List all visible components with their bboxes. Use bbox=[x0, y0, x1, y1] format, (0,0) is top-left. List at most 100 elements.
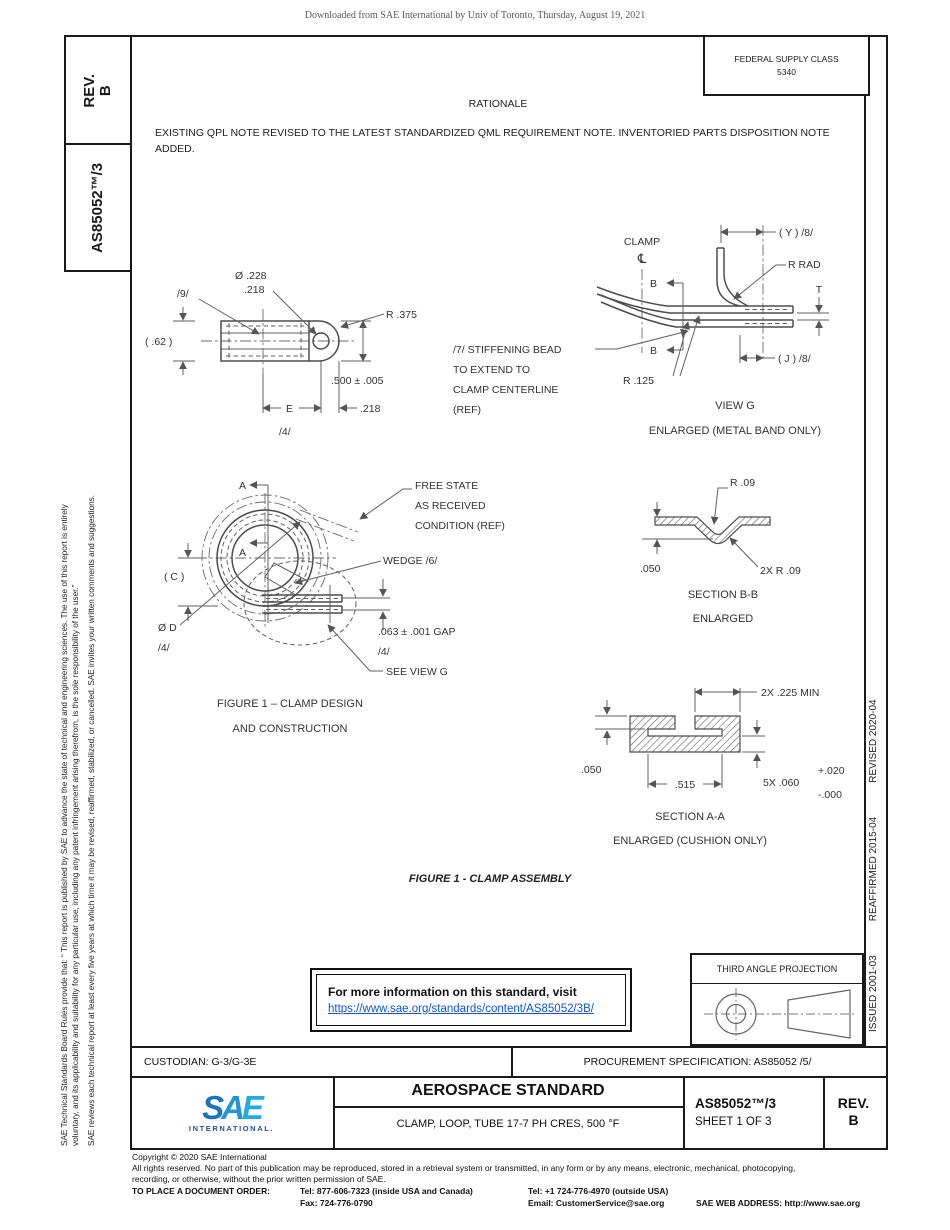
third-angle-projection-symbol bbox=[704, 988, 856, 1040]
flag-note-4a: /4/ bbox=[158, 642, 170, 654]
dim-2x-r09: 2X R .09 bbox=[760, 565, 801, 577]
procurement-spec-cell: PROCUREMENT SPECIFICATION: AS85052 /5/ bbox=[583, 1056, 812, 1068]
dim-band-width-tol: .500 ± .005 bbox=[331, 375, 384, 387]
dim-r-rad: R RAD bbox=[788, 259, 821, 271]
section-b-arrow-top: B bbox=[650, 278, 657, 290]
right-strip-divider bbox=[864, 35, 866, 1048]
revision-label: REV. bbox=[837, 1094, 870, 1111]
dim-tab-radius: R .375 bbox=[386, 309, 417, 321]
free-state-note-3: CONDITION (REF) bbox=[415, 520, 505, 532]
margin-doc-number-box: AS85052™/3 bbox=[64, 143, 132, 272]
order-fax: Fax: 724-776-0790 bbox=[300, 1198, 373, 1208]
more-info-text: For more information on this standard, v… bbox=[328, 985, 577, 999]
centerline-symbol: ℄ bbox=[637, 251, 647, 266]
title-block-mid-rule bbox=[130, 1076, 886, 1078]
sae-logo-subtext: INTERNATIONAL. bbox=[188, 1124, 275, 1133]
flag-note-4b: /4/ bbox=[378, 646, 390, 658]
title-block-divider-1 bbox=[511, 1046, 513, 1076]
section-aa-title: SECTION A-A bbox=[655, 811, 725, 823]
sae-logo-letter-e: E bbox=[241, 1089, 264, 1126]
wedge-note: WEDGE /6/ bbox=[383, 555, 437, 567]
view-g-drawing: CLAMP ℄ ( Y ) /8/ R RAD B B T ( J ) /8/ … bbox=[453, 225, 829, 437]
standard-link[interactable]: https://www.sae.org/standards/content/AS… bbox=[328, 1003, 594, 1015]
rationale-body: EXISTING QPL NOTE REVISED TO THE LATEST … bbox=[155, 127, 830, 155]
dim-dia-d: Ø D bbox=[158, 622, 177, 634]
legal-line-2: voluntary, and its applicability and sui… bbox=[70, 584, 80, 1146]
dim-j: ( J ) /8/ bbox=[778, 353, 811, 365]
dim-hole-dia-lower: .218 bbox=[244, 284, 265, 296]
margin-rev-box: REV.B bbox=[64, 35, 132, 147]
third-angle-projection-box: THIRD ANGLE PROJECTION bbox=[690, 953, 864, 1046]
custodian-cell: CUSTODIAN: G-3/G-3E bbox=[144, 1056, 257, 1068]
revision-value: B bbox=[848, 1112, 859, 1128]
view-g-title: VIEW G bbox=[715, 400, 755, 412]
view-g-subtitle: ENLARGED (METAL BAND ONLY) bbox=[649, 425, 821, 437]
section-aa-subtitle: ENLARGED (CUSHION ONLY) bbox=[613, 835, 767, 847]
margin-doc-number: AS85052™/3 bbox=[89, 162, 107, 253]
dim-hole-dia-upper: Ø .228 bbox=[235, 270, 267, 282]
sheet-number: SHEET 1 OF 3 bbox=[695, 1116, 772, 1128]
clamp-loop-drawing: A A ( C ) Ø D /4/ FREE STATE AS RECEIVED… bbox=[158, 480, 505, 735]
dim-225-min: 2X .225 MIN bbox=[761, 687, 819, 699]
third-angle-projection-label: THIRD ANGLE PROJECTION bbox=[692, 955, 862, 984]
document-type-cell: AEROSPACE STANDARD CLAMP, LOOP, TUBE 17-… bbox=[333, 1076, 683, 1148]
dim-y: ( Y ) /8/ bbox=[779, 227, 813, 239]
legal-line-3: SAE reviews each technical report at lea… bbox=[87, 494, 96, 1146]
rights-line-2: recording, or otherwise, without the pri… bbox=[132, 1174, 386, 1184]
dim-thickness-050: .050 bbox=[640, 563, 661, 575]
dim-thickness-050-aa: .050 bbox=[581, 764, 602, 776]
document-title: CLAMP, LOOP, TUBE 17-7 PH CRES, 500 °F bbox=[396, 1118, 620, 1130]
dim-hole-offset: .218 bbox=[360, 403, 381, 415]
flag-note-4: /4/ bbox=[279, 426, 291, 438]
order-label: TO PLACE A DOCUMENT ORDER: bbox=[132, 1186, 271, 1196]
dim-e: E bbox=[286, 403, 293, 415]
title-block-divider-2 bbox=[333, 1076, 335, 1148]
document-type: AEROSPACE STANDARD bbox=[411, 1082, 605, 1099]
section-b-arrow-bottom: B bbox=[650, 345, 657, 357]
dim-r125: R .125 bbox=[623, 375, 654, 387]
title-block-divider-4 bbox=[823, 1076, 825, 1148]
federal-supply-class-box: FEDERAL SUPPLY CLASS 5340 bbox=[703, 35, 870, 96]
document-number-cell: AS85052™/3 SHEET 1 OF 3 bbox=[683, 1076, 823, 1148]
rights-line-1: All rights reserved. No part of this pub… bbox=[132, 1163, 796, 1173]
top-view-drawing: ( .62 ) /9/ Ø .228 .218 R .375 .500 ± .0… bbox=[145, 270, 417, 438]
order-tel-2: Tel: +1 724-776-4970 (outside USA) bbox=[528, 1186, 669, 1196]
issued-date: ISSUED 2001-03 bbox=[868, 955, 879, 1032]
section-a-arrow-bottom: A bbox=[239, 547, 246, 559]
rationale-heading: RATIONALE bbox=[468, 98, 528, 110]
clamp-centerline-label: CLAMP bbox=[624, 236, 660, 248]
dim-515: .515 bbox=[675, 779, 696, 791]
dim-5x-060: 5X .060 bbox=[763, 777, 799, 789]
federal-supply-class-number: 5340 bbox=[777, 66, 796, 77]
dim-gap: .063 ± .001 GAP bbox=[378, 626, 456, 638]
title-block-divider-3 bbox=[683, 1076, 685, 1148]
dim-t: T bbox=[816, 284, 823, 296]
stiffening-bead-note-1: /7/ STIFFENING BEAD bbox=[453, 344, 562, 356]
free-state-note-1: FREE STATE bbox=[415, 480, 478, 492]
section-bb-title: SECTION B-B bbox=[688, 589, 758, 601]
free-state-note-2: AS RECEIVED bbox=[415, 500, 486, 512]
figure1-design-caption-2: AND CONSTRUCTION bbox=[233, 723, 348, 735]
download-watermark: Downloaded from SAE International by Uni… bbox=[304, 10, 646, 21]
order-email: Email: CustomerService@sae.org bbox=[528, 1198, 665, 1208]
section-bb-subtitle: ENLARGED bbox=[693, 613, 754, 625]
sae-logo-letter-s: S bbox=[202, 1089, 224, 1126]
copyright-line: Copyright © 2020 SAE International bbox=[132, 1152, 267, 1162]
see-view-g-note: SEE VIEW G bbox=[386, 666, 448, 678]
section-a-arrow-top: A bbox=[239, 480, 246, 492]
figure1-design-caption-1: FIGURE 1 – CLAMP DESIGN bbox=[217, 698, 363, 710]
margin-rev-value: B bbox=[96, 85, 114, 97]
sae-web-address: SAE WEB ADDRESS: http://www.sae.org bbox=[696, 1198, 861, 1208]
sae-logo: SAE INTERNATIONAL. bbox=[130, 1078, 333, 1148]
stiffening-bead-note-4: (REF) bbox=[453, 404, 481, 416]
stiffening-bead-note-3: CLAMP CENTERLINE bbox=[453, 384, 558, 396]
more-info-box: For more information on this standard, v… bbox=[310, 968, 632, 1032]
margin-rev-label: REV. bbox=[81, 74, 99, 108]
order-tel-1: Tel: 877-606-7323 (inside USA and Canada… bbox=[300, 1186, 473, 1196]
document-number: AS85052™/3 bbox=[695, 1096, 777, 1111]
dim-band-height: ( .62 ) bbox=[145, 336, 172, 348]
section-aa-drawing: 2X .225 MIN .050 .515 5X .060 +.020 -.00… bbox=[581, 687, 845, 847]
figure1-assembly-caption: FIGURE 1 - CLAMP ASSEMBLY bbox=[408, 873, 572, 885]
dim-r09: R .09 bbox=[730, 477, 755, 489]
